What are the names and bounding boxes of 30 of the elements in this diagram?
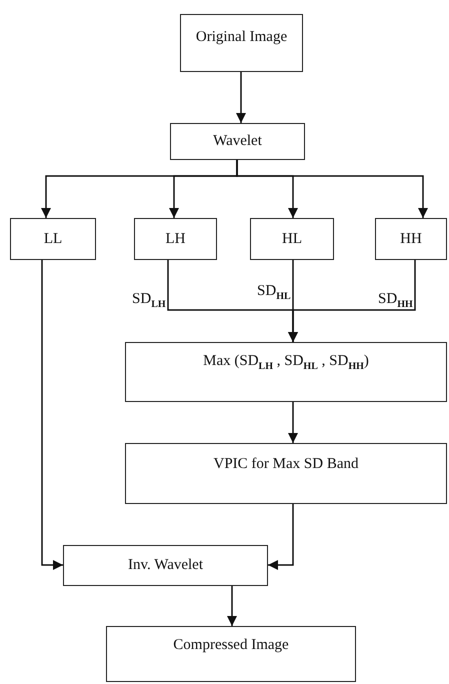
arrow [41,260,63,570]
arrow [288,260,416,342]
box-label: LL [44,230,62,248]
arrow [236,160,428,218]
process-box [125,342,447,402]
process-box [106,626,356,682]
box-label: Wavelet [213,133,262,150]
box-label: Max (SD$_{LH}$ , SD$_{HL}$ , SD$_{HH}$) [203,353,369,372]
box-label: Inv. Wavelet [128,557,203,574]
box-label: LH [166,230,186,248]
process-box [134,218,217,260]
box-label: VPIC for Max SD Band [214,456,358,473]
arrow [288,402,298,443]
process-box [180,14,303,72]
edge-label: SD$_{HL}$ [257,284,291,302]
arrow [236,72,246,123]
arrow [268,504,294,570]
box-label: Compressed Image [173,637,289,654]
process-box [63,545,268,586]
box-label: HL [282,230,302,248]
edge-label: SD$_{HH}$ [378,292,413,310]
box-label: HH [400,230,422,248]
process-box [250,218,334,260]
process-box [10,218,96,260]
process-box [375,218,447,260]
process-box [170,123,305,160]
edge-label: SD$_{LH}$ [132,292,166,310]
process-box [125,443,447,504]
arrow [227,586,237,626]
box-label: Original Image [196,29,288,46]
